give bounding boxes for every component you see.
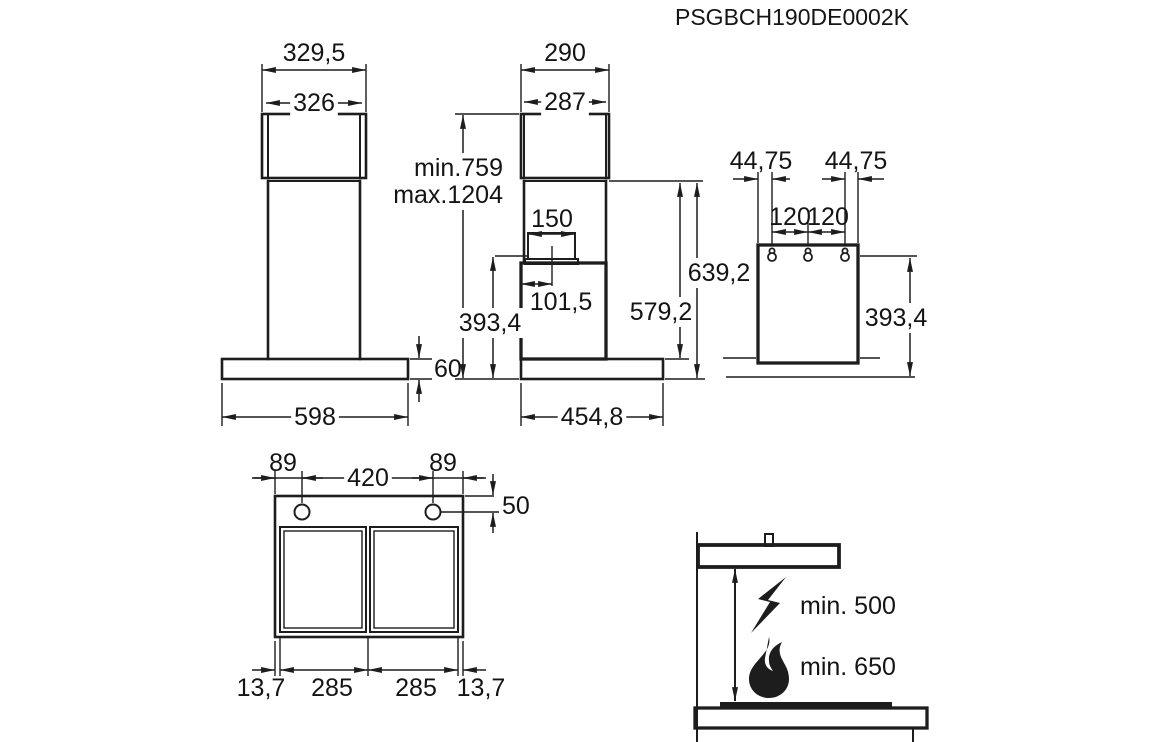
dim-filter-width-left: 285 (311, 674, 353, 702)
dim-hole-inset-left: 89 (269, 449, 297, 477)
dim-filter-width-right: 285 (395, 674, 437, 702)
dim-rear-height: 393,4 (459, 309, 522, 337)
dim-hole-inset-right: 89 (429, 449, 457, 477)
clearance-view: min. 500 min. 650 (693, 532, 929, 742)
dim-chimney-width-inner: 326 (293, 89, 335, 117)
mounting-hole-icon (293, 503, 311, 521)
clearance-electric-label: min. 500 (800, 592, 896, 620)
dim-base-depth: 454,8 (561, 403, 624, 431)
top-view: 89 420 89 50 13,7 285 285 13,7 (237, 449, 530, 702)
dim-body-width: 598 (294, 403, 336, 431)
side-view: 290 287 min.759 max.1204 150 101,5 393,4… (390, 39, 754, 432)
filter-panel-left (279, 526, 367, 633)
keyhole-icon (803, 247, 813, 262)
dim-duct-diameter: 150 (531, 205, 573, 233)
dim-mount-height: 393,4 (865, 304, 928, 332)
dim-hole-spacing-left: 120 (769, 203, 811, 231)
keyhole-icon (840, 247, 850, 262)
dim-chimney-width-outer: 329,5 (283, 39, 346, 67)
hood-outline-top (273, 494, 465, 639)
cooktop (720, 702, 892, 708)
dim-hole-offset-from-edge: 50 (502, 492, 530, 520)
hood-body-front (220, 357, 410, 381)
product-code: PSGBCH190DE0002K (675, 4, 910, 30)
clearance-gas-label: min. 650 (800, 653, 896, 681)
hood-body-clearance (696, 543, 841, 569)
dim-hole-to-edge-right: 44,75 (825, 147, 888, 175)
dim-duct-center-offset: 101,5 (530, 288, 593, 316)
dim-hole-spacing-right: 120 (807, 203, 849, 231)
dim-height-min: min.759 (414, 154, 503, 182)
front-view: 329,5 326 60 598 (220, 39, 462, 432)
dim-filter-margin-left: 13,7 (237, 674, 286, 702)
base-plate-side (519, 357, 665, 381)
dim-height-to-base-top: 579,2 (630, 298, 693, 326)
dim-chimney-depth-outer: 290 (544, 39, 586, 67)
dim-height-max: max.1204 (393, 181, 503, 209)
lightning-icon (751, 577, 786, 633)
dim-hole-to-edge-left: 44,75 (730, 147, 793, 175)
dim-height-to-base-bottom: 639,2 (688, 259, 751, 287)
countertop (693, 706, 929, 730)
mounting-plate (756, 243, 860, 365)
rear-mount-view: 44,75 44,75 120 120 393,4 (723, 147, 931, 378)
flame-icon (749, 637, 789, 698)
dim-chimney-depth-inner: 287 (544, 88, 586, 116)
filter-panel-right (369, 526, 459, 633)
dim-filter-margin-right: 13,7 (457, 674, 506, 702)
keyhole-icon (767, 247, 777, 262)
mounting-hole-icon (424, 503, 442, 521)
dim-hole-spacing: 420 (347, 464, 389, 492)
